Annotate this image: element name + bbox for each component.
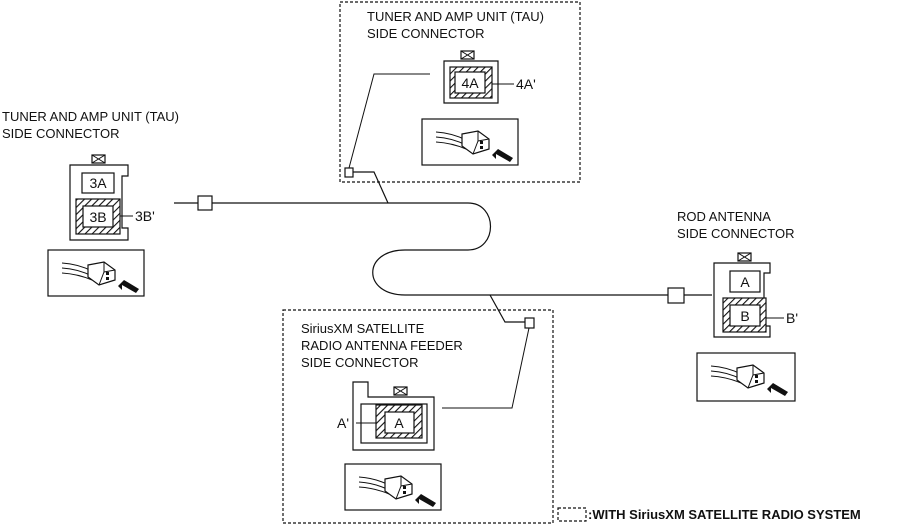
cavity-b [729,304,761,327]
callout-3b: 3B' [135,208,155,224]
tau4-plug-illustration [421,118,519,166]
harness-plug-rod [667,287,685,304]
tau3-title-line1: TUNER AND AMP UNIT (TAU) [2,109,179,124]
cavity-3b-label: 3B [89,209,106,225]
cavity-a [729,270,761,293]
sirius-plug-illustration [344,463,442,511]
tau3-plug-illustration [47,249,145,297]
cavity-a-sirius [384,411,415,434]
harness-plug-tau4 [344,167,354,178]
sirius-title-line3: SIDE CONNECTOR [301,355,419,370]
rod-title-line2: SIDE CONNECTOR [677,226,795,241]
sirius-title-line1: SiriusXM SATELLITE [301,321,425,336]
cavity-4a [454,71,486,94]
harness-wire [174,171,712,323]
leader-sirius [442,327,530,409]
cavity-3b [82,205,114,228]
legend: :WITH SiriusXM SATELLITE RADIO SYSTEM [557,507,861,522]
insert-arrow-icon [492,149,513,162]
siriusxm-option-box-bottom [282,309,554,524]
siriusxm-feeder-connector: SiriusXM SATELLITE RADIO ANTENNA FEEDER … [301,321,463,451]
harness-plug-tau3 [197,195,213,211]
harness-plug-sirius [524,317,535,329]
cavity-4a-label: 4A [461,75,479,91]
cavity-a-sirius-label: A [394,415,404,431]
insert-arrow-icon [767,383,788,396]
latch-icon [393,386,408,396]
tau-connector-3: TUNER AND AMP UNIT (TAU) SIDE CONNECTOR … [2,109,179,241]
tau-connector-4: TUNER AND AMP UNIT (TAU) SIDE CONNECTOR … [367,9,544,104]
cavity-3a-label: 3A [89,175,107,191]
tau4-title-line2: SIDE CONNECTOR [367,26,485,41]
leader-tau4 [348,73,430,169]
legend-dashed-box-icon [557,507,587,522]
callout-b: B' [786,310,798,326]
tau3-title-line2: SIDE CONNECTOR [2,126,120,141]
rod-plug-illustration [696,352,796,402]
tau4-title-line1: TUNER AND AMP UNIT (TAU) [367,9,544,24]
latch-icon [460,50,475,60]
latch-icon [91,154,106,164]
cavity-a-label: A [740,274,750,290]
callout-4a: 4A' [516,76,536,92]
cavity-b-label: B [740,308,749,324]
legend-text: :WITH SiriusXM SATELLITE RADIO SYSTEM [588,507,861,522]
rod-antenna-connector: ROD ANTENNA SIDE CONNECTOR A B B' [677,209,798,338]
cavity-3a [81,172,115,194]
callout-a-sirius: A' [337,415,349,431]
siriusxm-option-box-top [339,1,581,183]
insert-arrow-icon [415,494,436,507]
rod-title-line1: ROD ANTENNA [677,209,771,224]
insert-arrow-icon [118,280,139,293]
latch-icon [737,252,752,262]
sirius-title-line2: RADIO ANTENNA FEEDER [301,338,463,353]
